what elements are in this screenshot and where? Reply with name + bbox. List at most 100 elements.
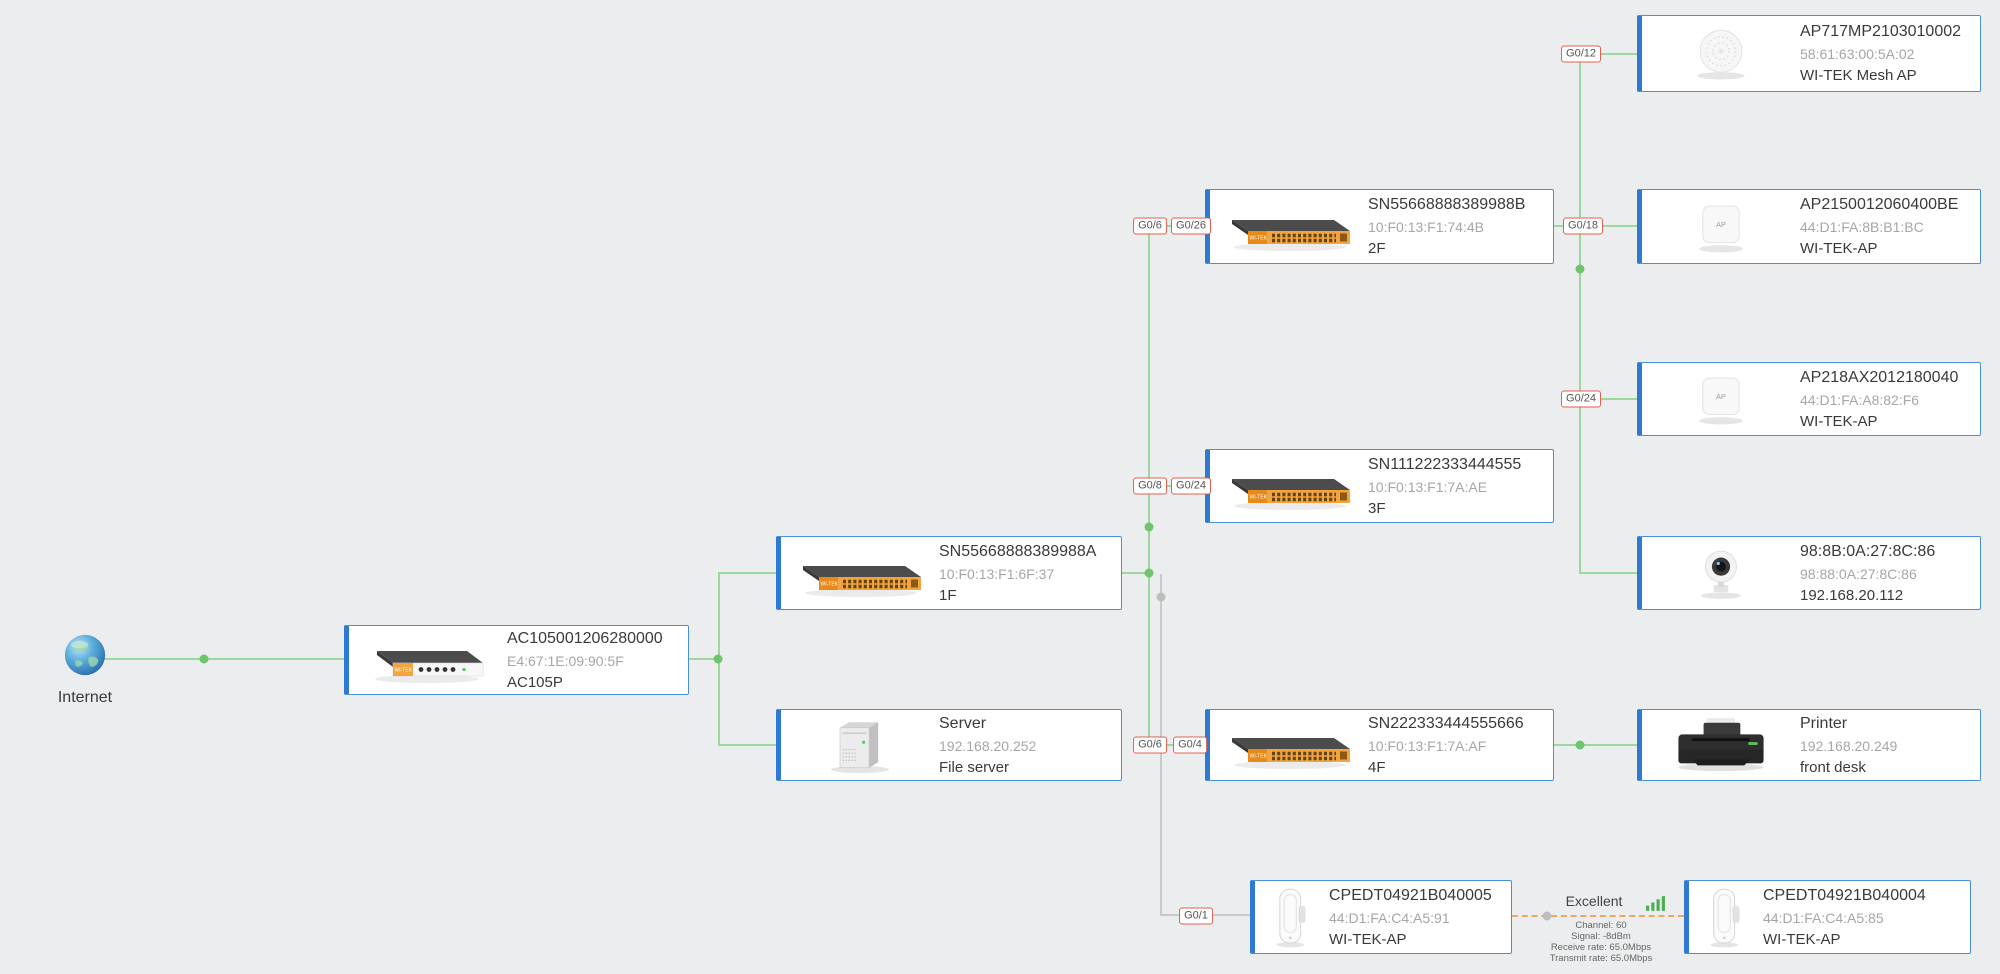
device-mac: 58:61:63:00:5A:02 [1800,46,1915,62]
device-mac: E4:67:1E:09:90:5F [507,652,624,669]
device-card-mesh-ap[interactable]: AP717MP2103010002 58:61:63:00:5A:02 WI-T… [1637,15,1981,92]
link-status-dot [1144,522,1154,532]
device-card-ap218ax[interactable]: AP218AX2012180040 44:D1:FA:A8:82:F6 WI-T… [1637,362,1981,436]
camera-image [1642,543,1800,603]
device-ip: 192.168.20.252 [939,737,1037,754]
device-title: CPEDT04921B040004 [1763,886,1926,904]
device-mac: 10:F0:13:F1:74:4B [1368,219,1484,235]
device-name: WI-TEK Mesh AP [1800,67,1917,84]
device-card-ac105p[interactable]: AC105001206280000 E4:67:1E:09:90:5F AC10… [344,625,689,695]
switch-image [1210,456,1368,516]
link-ac-junction [689,658,720,660]
device-name: WI-TEK-AP [1329,930,1407,948]
device-name: 4F [1368,758,1386,776]
wireless-receive-rate: Receive rate: 65.0Mbps [1550,942,1652,953]
device-title: AC105001206280000 [507,629,663,647]
device-title: SN222333444555666 [1368,714,1524,732]
device-mac: 98:88:0A:27:8C:86 [1800,565,1917,582]
device-mac: 44:D1:FA:C4:A5:91 [1329,909,1450,926]
link-status-dot [199,654,209,664]
device-title: AP2150012060400BE [1800,196,1959,213]
wireless-channel: Channel: 60 [1575,920,1627,931]
device-card-ap2150[interactable]: AP2150012060400BE 44:D1:FA:8B:B1:BC WI-T… [1637,189,1981,264]
device-name: front desk [1800,758,1866,776]
ap-image [1642,197,1800,257]
device-title: AP717MP2103010002 [1800,23,1962,40]
internet-globe-icon [64,634,106,676]
internet-label: Internet [57,689,113,706]
link-internet-ac [104,658,344,660]
server-image [781,715,939,775]
link-wireless-cpe [1512,915,1684,917]
port-label-ap218: G0/24 [1561,390,1601,408]
link-to-server [718,744,776,746]
link-status-dot [1144,568,1154,578]
device-card-camera[interactable]: 98:8B:0A:27:8C:86 98:88:0A:27:8C:86 192.… [1637,536,1981,610]
signal-bars-icon [1645,895,1666,917]
port-label-sw3f-local: G0/24 [1171,477,1211,495]
device-card-switch-2f[interactable]: SN55668888389988B 10:F0:13:F1:74:4B 2F [1205,189,1554,264]
device-name: 3F [1368,499,1386,517]
printer-image [1642,715,1800,775]
link-to-ap218 [1579,398,1637,400]
device-title: CPEDT04921B040005 [1329,886,1492,904]
link-status-dot [1156,592,1166,602]
device-card-printer[interactable]: Printer 192.168.20.249 front desk [1637,709,1981,781]
device-title: Server [939,714,987,732]
link-sw4f-printer [1554,744,1637,746]
port-label-sw4f-uplink: G0/6 [1133,736,1167,754]
cpe-image [1255,884,1329,950]
device-mac: 44:D1:FA:A8:82:F6 [1800,391,1920,408]
device-ip: 192.168.20.249 [1800,737,1898,754]
link-to-ap215 [1579,225,1637,227]
device-card-cpe-040004[interactable]: CPEDT04921B040004 44:D1:FA:C4:A5:85 WI-T… [1684,880,1971,954]
port-label-ap215: G0/18 [1563,217,1603,235]
device-card-switch-3f[interactable]: SN111222333444555 10:F0:13:F1:7A:AE 3F [1205,449,1554,523]
device-mac: 10:F0:13:F1:6F:37 [939,565,1055,582]
link-status-dot [1575,740,1585,750]
link-trunk-aps [1579,53,1581,574]
device-title: SN55668888389988B [1368,196,1526,213]
device-title: AP218AX2012180040 [1800,368,1959,386]
link-to-camera [1579,572,1637,574]
device-title: SN111222333444555 [1368,455,1522,473]
device-name: 1F [939,586,957,604]
device-name: AC105P [507,673,563,691]
wireless-signal: Signal: -8dBm [1571,931,1631,942]
port-label-sw4f-local: G0/4 [1173,736,1207,754]
switch-image [1210,197,1368,257]
device-name: WI-TEK-AP [1800,240,1878,257]
port-label-sw3f-uplink: G0/8 [1133,477,1167,495]
link-status-dot [1575,264,1585,274]
device-title: SN55668888389988A [939,542,1097,560]
mesh-ap-image [1642,24,1800,84]
link-status-dot [713,654,723,664]
device-name: File server [939,758,1010,776]
device-name: WI-TEK-AP [1763,930,1841,948]
device-card-server[interactable]: Server 192.168.20.252 File server [776,709,1122,781]
router-image [349,630,507,690]
ap-image [1642,369,1800,429]
device-card-switch-1f[interactable]: SN55668888389988A 10:F0:13:F1:6F:37 1F [776,536,1122,610]
switch-image [1210,715,1368,775]
device-title: Printer [1800,714,1848,732]
device-mac: 44:D1:FA:8B:B1:BC [1800,219,1924,235]
link-sw1f-trunk [1122,572,1150,574]
device-name: WI-TEK-AP [1800,412,1878,430]
wireless-link-details: Channel: 60 Signal: -8dBm Receive rate: … [1550,920,1653,964]
port-label-sw2f-local: G0/26 [1171,217,1211,235]
device-mac: 10:F0:13:F1:7A:AE [1368,478,1488,495]
device-card-switch-4f[interactable]: SN222333444555666 10:F0:13:F1:7A:AF 4F [1205,709,1554,781]
internet-node[interactable]: Internet [54,632,116,707]
device-name: 2F [1368,240,1386,257]
wireless-transmit-rate: Transmit rate: 65.0Mbps [1549,953,1653,964]
port-label-sw2f-uplink: G0/6 [1133,217,1167,235]
device-ip: 192.168.20.112 [1800,586,1904,604]
device-mac: 10:F0:13:F1:7A:AF [1368,737,1487,754]
link-to-mesh-ap [1579,53,1637,55]
device-card-cpe-040005[interactable]: CPEDT04921B040005 44:D1:FA:C4:A5:91 WI-T… [1250,880,1512,954]
port-label-mesh-ap: G0/12 [1561,45,1601,63]
wireless-quality-label: Excellent [1565,893,1623,909]
switch-image [781,543,939,603]
